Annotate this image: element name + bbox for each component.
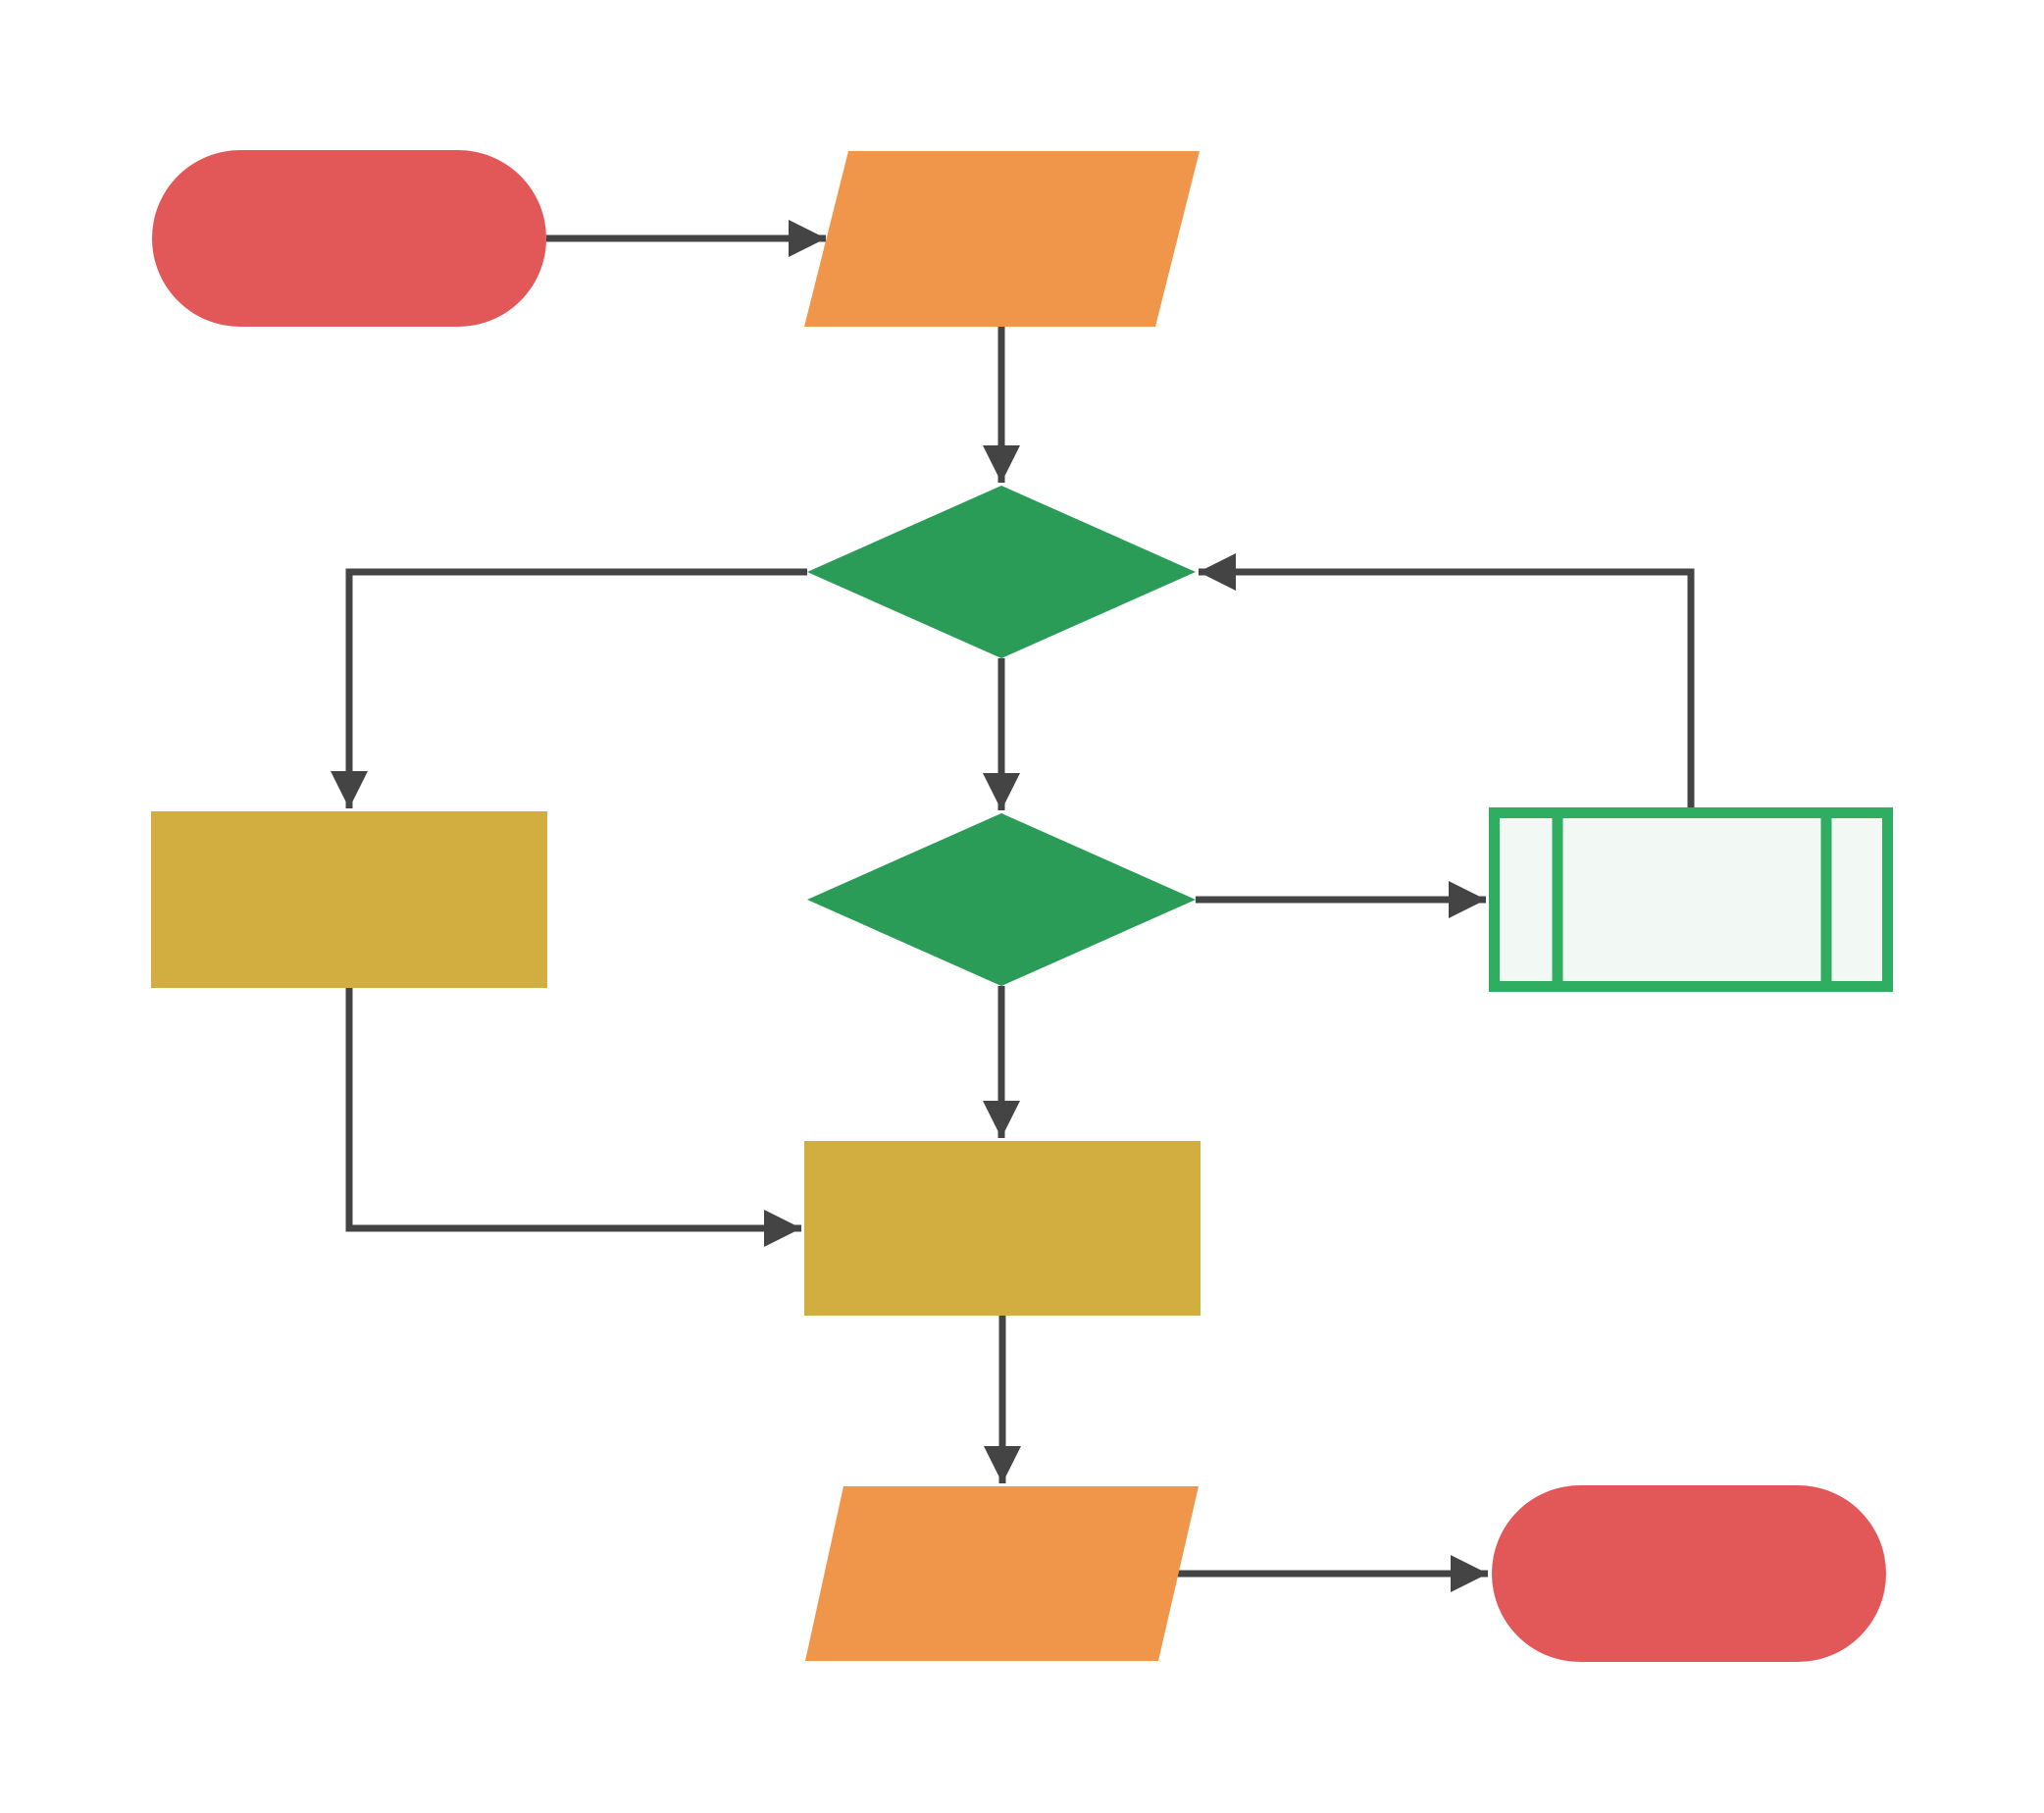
node-process-mid-rectangle[interactable] <box>804 1141 1201 1316</box>
node-layer <box>151 150 1893 1662</box>
node-subroutine-predefined-process[interactable] <box>1489 807 1893 992</box>
node-decision-2-diamond[interactable] <box>807 813 1196 986</box>
node-start-terminator[interactable] <box>152 150 546 327</box>
node-end-terminator[interactable] <box>1492 1485 1886 1662</box>
node-process-left-rectangle[interactable] <box>151 811 547 988</box>
edge-subroutine-to-decision-1[interactable] <box>1199 553 1695 807</box>
node-decision-1-diamond[interactable] <box>807 486 1196 658</box>
edge-layer <box>331 220 1695 1592</box>
node-io-bottom-parallelogram[interactable] <box>805 1486 1199 1661</box>
node-io-top-parallelogram[interactable] <box>804 151 1200 327</box>
edge-decision-1-to-process-left[interactable] <box>331 568 807 808</box>
edge-process-left-to-process-mid[interactable] <box>345 988 801 1247</box>
